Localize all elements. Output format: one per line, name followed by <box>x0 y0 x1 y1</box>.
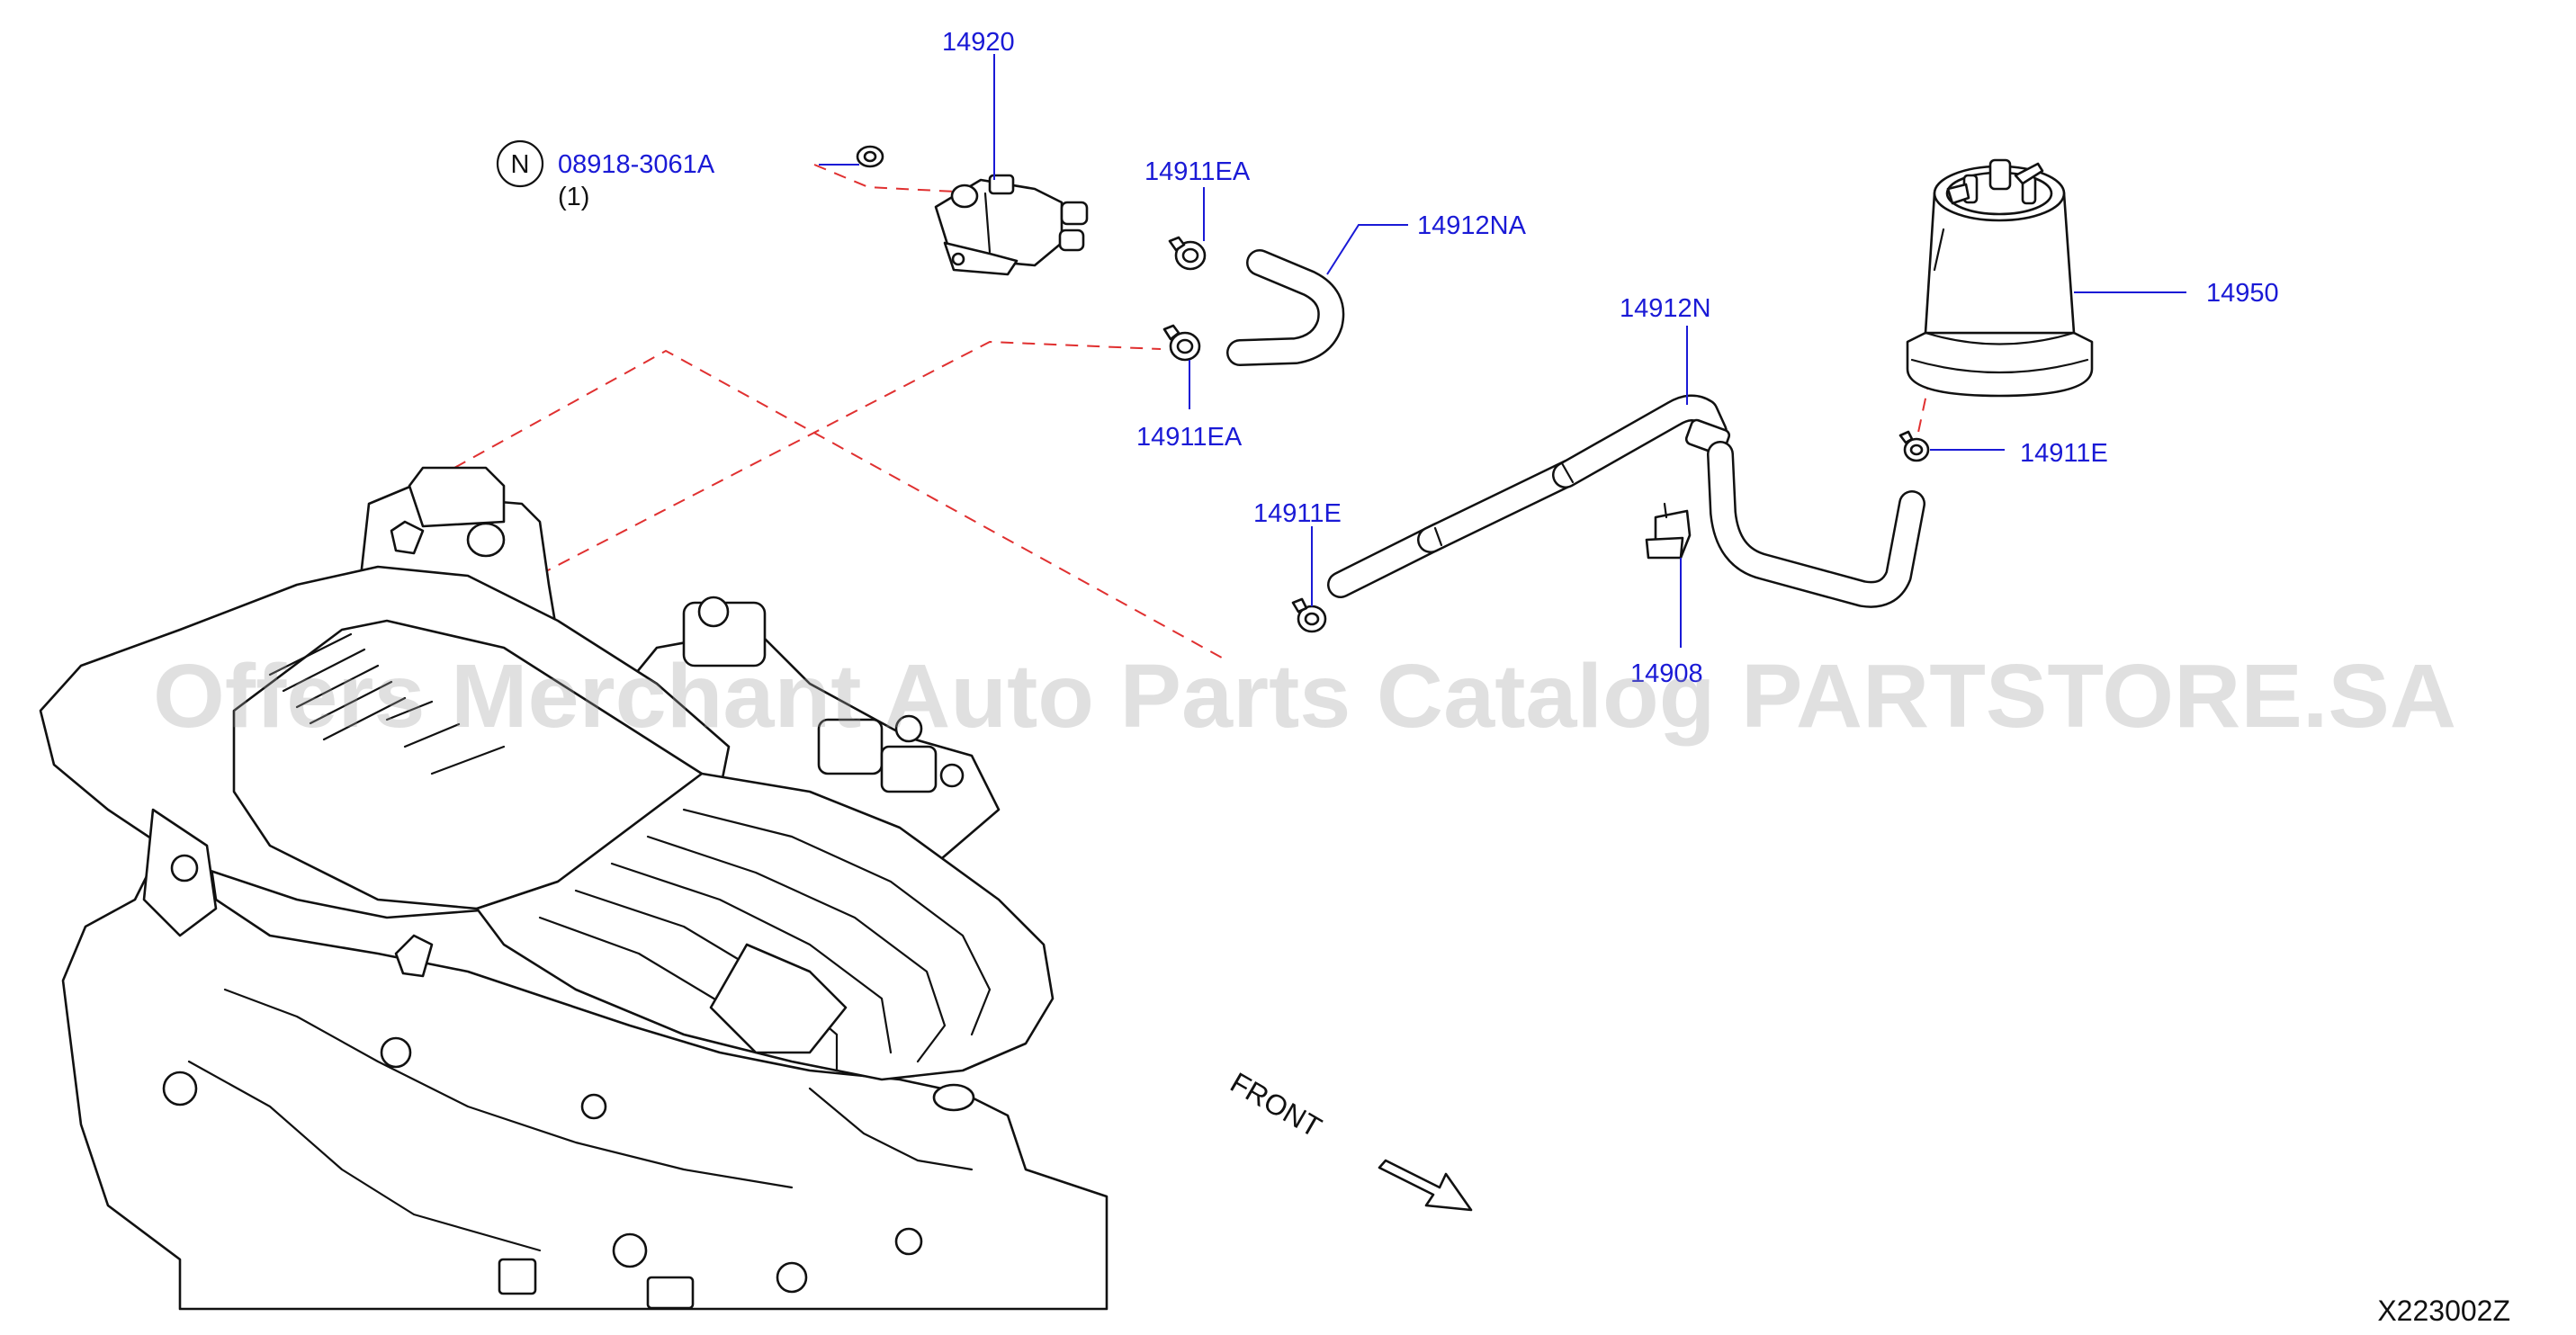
hose-clamp-14911E-left <box>1291 597 1327 633</box>
label-14920: 14920 <box>942 28 1015 57</box>
label-14911EA-top: 14911EA <box>1144 157 1251 186</box>
label-14911E-right: 14911E <box>2020 439 2108 468</box>
hose-14912NA <box>1226 249 1345 366</box>
front-arrow-icon <box>1378 1159 1473 1212</box>
drawing-number: X223002Z <box>2377 1295 2510 1327</box>
label-14911E-left: 14911E <box>1253 499 1342 528</box>
charcoal-canister-14950 <box>1906 158 2094 398</box>
assembly-guide-lines <box>453 164 1962 662</box>
note-symbol: N <box>511 150 530 179</box>
engine-intake-manifold-drawing <box>39 466 1108 1311</box>
front-label: FRONT <box>1225 1066 1327 1143</box>
clip-14908 <box>1645 502 1692 560</box>
hose-clamp-14911EA-top <box>1168 236 1207 271</box>
label-14950: 14950 <box>2206 279 2279 308</box>
label-14912NA: 14912NA <box>1417 211 1527 240</box>
hose-clamp-14911E-right <box>1898 430 1930 462</box>
seal-washer <box>856 145 884 168</box>
note-n-icon: N <box>496 139 544 188</box>
label-14912N: 14912N <box>1620 294 1711 323</box>
label-14908: 14908 <box>1630 659 1703 688</box>
label-14911EA-bottom: 14911EA <box>1136 423 1243 452</box>
leader-lines <box>819 54 2186 648</box>
hose-clamp-14911EA-bottom <box>1162 324 1201 362</box>
watermark-text: Offers Merchant Auto Parts Catalog PARTS… <box>153 646 2456 747</box>
purge-valve-14920 <box>934 174 1089 276</box>
note-quantity: (1) <box>558 183 589 211</box>
note-part-number: 08918-3061A <box>558 150 715 179</box>
tube-14912N <box>1327 394 1925 608</box>
